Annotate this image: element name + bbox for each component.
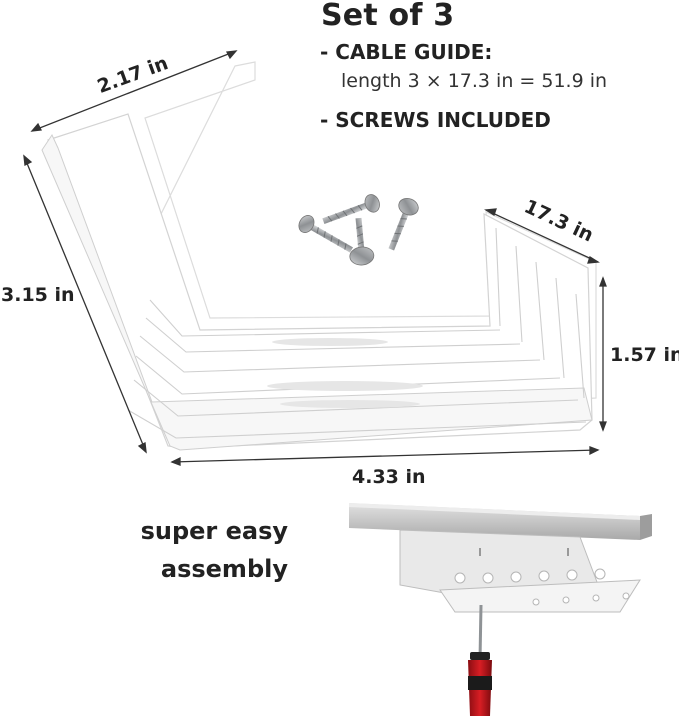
- screw: [298, 215, 353, 253]
- page-title: Set of 3: [321, 0, 455, 33]
- desk-mount-illustration: [349, 503, 652, 613]
- assembly-caption-line1: super easy: [140, 517, 288, 545]
- dimension-lines: [23, 50, 607, 466]
- screws-included-bullet: - SCREWS INCLUDED: [320, 108, 551, 132]
- screwdriver: [468, 604, 492, 716]
- screw: [388, 197, 419, 251]
- dimension-left-height: 3.15 in: [1, 284, 75, 306]
- dimension-bottom-width: 4.33 in: [352, 466, 426, 488]
- cable-guide-bullet: - CABLE GUIDE:: [320, 40, 493, 64]
- screw: [322, 194, 380, 224]
- assembly-caption-line2: assembly: [160, 555, 288, 583]
- dimension-right-height: 1.57 in: [610, 344, 679, 366]
- bracket-layer: [41, 133, 593, 451]
- cable-length-detail: length 3 × 17.3 in = 51.9 in: [341, 70, 608, 92]
- screws: [298, 194, 419, 266]
- cable-guide-stack: [41, 61, 597, 451]
- screw: [349, 217, 375, 266]
